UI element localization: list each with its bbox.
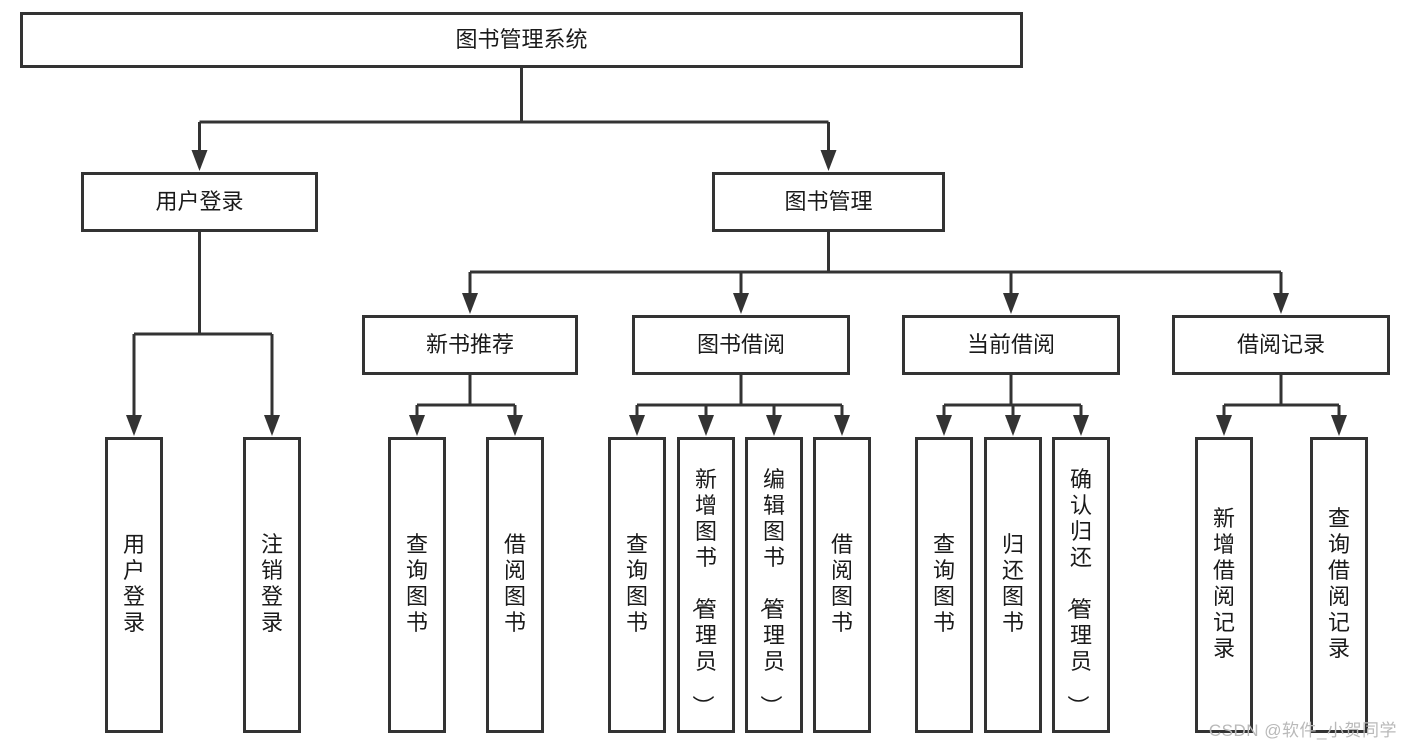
node-leaf-edit-book[interactable]: 编辑图书（管理员） bbox=[745, 437, 803, 733]
arrow-head-icon bbox=[629, 415, 645, 436]
node-label: 查询图书 bbox=[626, 532, 648, 635]
node-label: 新增图书（管理员） bbox=[690, 467, 717, 717]
node-label: 注销登录 bbox=[261, 532, 283, 635]
node-leaf-return-book[interactable]: 归还图书 bbox=[984, 437, 1042, 733]
node-leaf-confirm-return[interactable]: 确认归还（管理员） bbox=[1052, 437, 1110, 733]
node-leaf-logout[interactable]: 注销登录 bbox=[243, 437, 301, 733]
edge-group bbox=[409, 375, 523, 436]
node-label: 图书管理系统 bbox=[455, 27, 587, 52]
node-layer: 图书管理系统用户登录图书管理新书推荐图书借阅当前借阅借阅记录用户登录注销登录查询… bbox=[20, 12, 1390, 733]
connector-layer bbox=[126, 68, 1347, 436]
arrow-head-icon bbox=[1005, 415, 1021, 436]
arrow-head-icon bbox=[507, 415, 523, 436]
node-borrow-record[interactable]: 借阅记录 bbox=[1172, 315, 1390, 375]
arrow-head-icon bbox=[191, 150, 208, 171]
node-label: 确认归还（管理员） bbox=[1065, 467, 1092, 717]
edge-group bbox=[629, 375, 850, 436]
node-box[interactable] bbox=[362, 315, 578, 375]
node-new-book-recommend[interactable]: 新书推荐 bbox=[362, 315, 578, 375]
node-label: 借阅图书 bbox=[504, 532, 526, 635]
arrow-head-icon bbox=[820, 150, 837, 171]
node-box[interactable] bbox=[1195, 437, 1253, 733]
node-box[interactable] bbox=[81, 172, 318, 232]
arrow-head-icon bbox=[264, 415, 280, 436]
node-label: 图书管理 bbox=[784, 189, 872, 214]
node-user-login[interactable]: 用户登录 bbox=[81, 172, 318, 232]
arrow-head-icon bbox=[1216, 415, 1232, 436]
node-root[interactable]: 图书管理系统 bbox=[20, 12, 1023, 68]
node-box[interactable] bbox=[632, 315, 850, 375]
node-label: 用户登录 bbox=[155, 189, 243, 214]
edge-group bbox=[462, 232, 1289, 314]
node-label: 查询图书 bbox=[406, 532, 428, 635]
node-box[interactable] bbox=[984, 437, 1042, 733]
node-box[interactable] bbox=[1172, 315, 1390, 375]
node-box[interactable] bbox=[1052, 437, 1110, 733]
node-box[interactable] bbox=[813, 437, 871, 733]
node-box[interactable] bbox=[105, 437, 163, 733]
node-label: 当前借阅 bbox=[967, 332, 1055, 357]
node-leaf-query-book-2[interactable]: 查询图书 bbox=[608, 437, 666, 733]
edge-group bbox=[191, 68, 837, 171]
node-book-borrow[interactable]: 图书借阅 bbox=[632, 315, 850, 375]
node-label: 借阅图书 bbox=[831, 532, 853, 635]
arrow-head-icon bbox=[462, 293, 478, 314]
node-box[interactable] bbox=[915, 437, 973, 733]
node-label: 归还图书 bbox=[1002, 532, 1024, 635]
arrow-head-icon bbox=[1273, 293, 1289, 314]
node-label: 新书推荐 bbox=[426, 332, 514, 357]
node-box[interactable] bbox=[20, 12, 1023, 68]
node-leaf-borrow-book-2[interactable]: 借阅图书 bbox=[813, 437, 871, 733]
arrow-head-icon bbox=[1003, 293, 1019, 314]
arrow-head-icon bbox=[1331, 415, 1347, 436]
arrow-head-icon bbox=[766, 415, 782, 436]
node-leaf-query-book-3[interactable]: 查询图书 bbox=[915, 437, 973, 733]
node-leaf-query-book-1[interactable]: 查询图书 bbox=[388, 437, 446, 733]
arrow-head-icon bbox=[698, 415, 714, 436]
node-box[interactable] bbox=[388, 437, 446, 733]
edge-group bbox=[1216, 375, 1347, 436]
node-box[interactable] bbox=[902, 315, 1120, 375]
node-box[interactable] bbox=[243, 437, 301, 733]
node-leaf-add-book[interactable]: 新增图书（管理员） bbox=[677, 437, 735, 733]
node-label: 编辑图书（管理员） bbox=[758, 467, 785, 717]
node-book-manage[interactable]: 图书管理 bbox=[712, 172, 945, 232]
node-label: 查询借阅记录 bbox=[1328, 506, 1350, 661]
node-label: 图书借阅 bbox=[697, 332, 785, 357]
node-current-borrow[interactable]: 当前借阅 bbox=[902, 315, 1120, 375]
arrow-head-icon bbox=[834, 415, 850, 436]
node-box[interactable] bbox=[712, 172, 945, 232]
arrow-head-icon bbox=[936, 415, 952, 436]
node-box[interactable] bbox=[486, 437, 544, 733]
node-label: 借阅记录 bbox=[1237, 332, 1325, 357]
node-label: 查询图书 bbox=[933, 532, 955, 635]
node-box[interactable] bbox=[1310, 437, 1368, 733]
edge-group bbox=[936, 375, 1089, 436]
node-box[interactable] bbox=[608, 437, 666, 733]
node-leaf-add-borrow-record[interactable]: 新增借阅记录 bbox=[1195, 437, 1253, 733]
node-box[interactable] bbox=[745, 437, 803, 733]
arrow-head-icon bbox=[1073, 415, 1089, 436]
arrow-head-icon bbox=[126, 415, 142, 436]
arrow-head-icon bbox=[409, 415, 425, 436]
edge-group bbox=[126, 232, 280, 436]
arrow-head-icon bbox=[733, 293, 749, 314]
node-leaf-query-borrow-record[interactable]: 查询借阅记录 bbox=[1310, 437, 1368, 733]
node-label: 用户登录 bbox=[123, 532, 145, 635]
node-leaf-user-login[interactable]: 用户登录 bbox=[105, 437, 163, 733]
node-label: 新增借阅记录 bbox=[1213, 506, 1235, 661]
node-leaf-borrow-book-1[interactable]: 借阅图书 bbox=[486, 437, 544, 733]
node-box[interactable] bbox=[677, 437, 735, 733]
